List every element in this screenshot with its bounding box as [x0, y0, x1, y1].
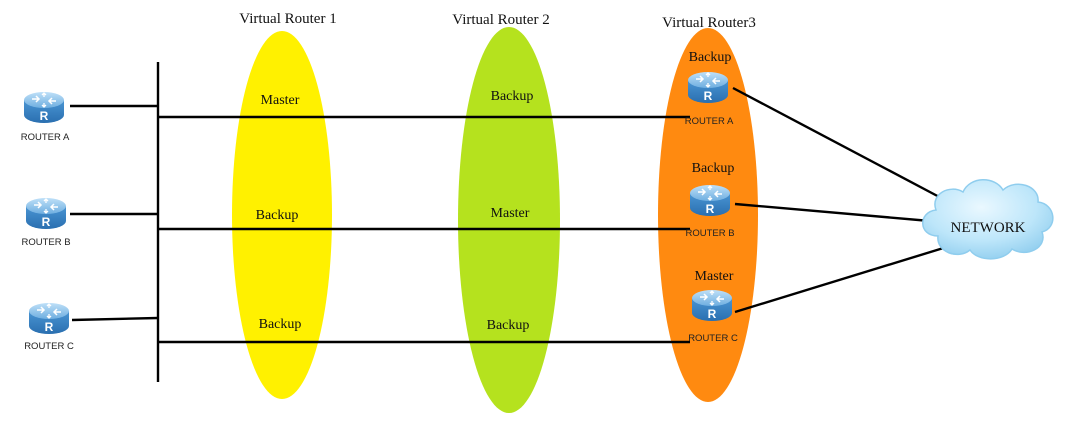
virtual-router-3-title: Virtual Router3: [662, 15, 756, 31]
router-c-network-link: [734, 244, 951, 314]
network-label: NETWORK: [951, 220, 1026, 236]
router-icon: [25, 197, 67, 230]
network-cloud: NETWORK: [922, 179, 1054, 260]
router-icon: [691, 289, 733, 322]
vr3-role-router-c: Master: [695, 269, 734, 284]
router-c-right: ROUTER C: [688, 289, 738, 344]
virtual-router-2-title: Virtual Router 2: [452, 12, 549, 28]
virtual-router-1-title: Virtual Router 1: [239, 11, 336, 27]
router-b-left: ROUTER B: [21, 197, 71, 248]
router-a-right-label: ROUTER A: [685, 116, 734, 127]
router-a-left-label: ROUTER A: [21, 132, 70, 143]
router-icon: [28, 302, 70, 335]
cloud-icon: [922, 179, 1054, 260]
router-c-right-label: ROUTER C: [688, 333, 738, 344]
router-a-left: ROUTER A: [21, 91, 70, 143]
virtual-router-1-oval: [232, 31, 332, 399]
router-b-right: ROUTER B: [685, 184, 735, 239]
router-icon: [23, 91, 65, 124]
virtual-router-2-oval: [458, 27, 560, 413]
router-b-network-link: [734, 202, 931, 223]
router-icon: [687, 71, 729, 104]
vr2-role-router-c: Backup: [487, 318, 530, 333]
router-b-right-label: ROUTER B: [685, 228, 734, 239]
router-a-right: ROUTER A: [685, 71, 734, 127]
router-icon: [689, 184, 731, 217]
vr1-role-router-a: Master: [261, 93, 300, 108]
vr3-role-router-a: Backup: [689, 50, 732, 65]
router-b-left-label: ROUTER B: [21, 237, 70, 248]
vr2-role-router-b: Master: [491, 206, 530, 221]
vr1-role-router-b: Backup: [256, 208, 299, 223]
vr2-role-router-a: Backup: [491, 89, 534, 104]
router-c-bus-link: [71, 316, 159, 322]
router-c-left: ROUTER C: [24, 302, 74, 352]
router-c-left-label: ROUTER C: [24, 341, 74, 352]
vr1-role-router-c: Backup: [259, 317, 302, 332]
vr3-role-router-b: Backup: [692, 161, 735, 176]
router-a-network-link: [732, 86, 946, 202]
